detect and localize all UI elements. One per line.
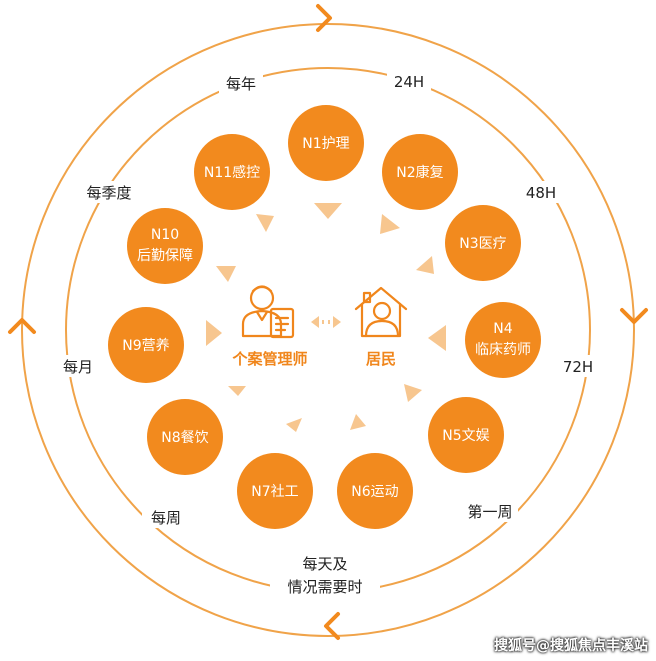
svg-text:N1护理: N1护理 [302,136,349,152]
node-n7: N7社工 [237,453,313,529]
arrow-from-n3-icon [416,256,434,274]
svg-text:N10: N10 [151,227,179,243]
inward-arrows [206,203,446,432]
time-label-quarterly: 每季度 [78,181,140,203]
node-n4: N4 临床药师 [465,302,541,378]
ring-chevron-right-icon [620,308,648,324]
arrow-from-n9-icon [206,320,222,346]
watermark: 搜狐号@搜狐焦点丰溪站 [494,638,648,654]
time-label-48h: 48H [519,181,563,203]
svg-text:N4: N4 [493,321,512,337]
svg-text:N3医疗: N3医疗 [459,236,506,252]
svg-text:N2康复: N2康复 [396,164,443,181]
double-arrow-icon [311,316,341,328]
node-n2: N2康复 [382,134,458,210]
svg-text:每天及: 每天及 [302,555,347,573]
node-n6: N6运动 [337,453,413,529]
svg-text:第一周: 第一周 [467,503,512,521]
resident-home-icon [354,286,408,338]
resident-label: 居民 [366,350,396,368]
arrow-from-n7-icon [286,418,302,432]
node-n3: N3医疗 [445,205,521,281]
arrow-from-n11-icon [256,214,274,232]
svg-text:48H: 48H [526,184,556,202]
arrow-from-n8-icon [228,386,246,396]
node-n8: N8餐饮 [147,399,223,475]
ring-chevron-left-icon [8,318,36,334]
case-manager-icon [241,285,295,339]
ring-chevron-bottom-icon [324,612,340,640]
outer-ring [21,23,635,637]
ring-chevron-top-icon [316,4,332,32]
svg-text:每月: 每月 [63,358,93,376]
arrow-from-n4-icon [428,325,446,351]
time-label-72h: 72H [556,355,600,377]
time-label-first-week: 第一周 [462,500,518,522]
svg-text:情况需要时: 情况需要时 [287,578,362,596]
node-n10: N10 后勤保障 [127,208,203,284]
svg-text:24H: 24H [394,73,424,91]
time-label-monthly: 每月 [56,355,100,377]
svg-text:N5文娱: N5文娱 [442,428,489,444]
svg-text:临床药师: 临床药师 [475,342,531,358]
time-label-yearly: 每年 [219,72,263,94]
svg-text:每周: 每周 [151,509,181,527]
case-manager-label: 个案管理师 [231,350,307,368]
node-n9: N9营养 [108,307,184,383]
time-label-24h: 24H [387,70,431,92]
arrow-from-n10-icon [216,266,236,282]
svg-text:每年: 每年 [226,75,256,93]
arrow-from-n2-icon [380,214,400,234]
node-n1: N1护理 [288,105,364,181]
node-n5: N5文娱 [428,397,504,473]
arrow-from-n5-icon [404,384,422,402]
svg-text:N9营养: N9营养 [122,338,169,354]
svg-text:N8餐饮: N8餐饮 [161,430,208,446]
svg-text:72H: 72H [563,358,593,376]
svg-text:N6运动: N6运动 [351,484,398,500]
svg-text:N7社工: N7社工 [251,484,298,500]
arrow-from-n1-icon [314,203,342,219]
svg-text:每季度: 每季度 [86,184,131,202]
node-n11: N11感控 [194,134,270,210]
svg-text:N11感控: N11感控 [204,164,260,181]
time-label-daily: 每天及 情况需要时 [270,552,380,598]
svg-text:后勤保障: 后勤保障 [137,248,193,264]
time-label-weekly: 每周 [142,506,190,528]
arrow-from-n6-icon [350,414,366,430]
